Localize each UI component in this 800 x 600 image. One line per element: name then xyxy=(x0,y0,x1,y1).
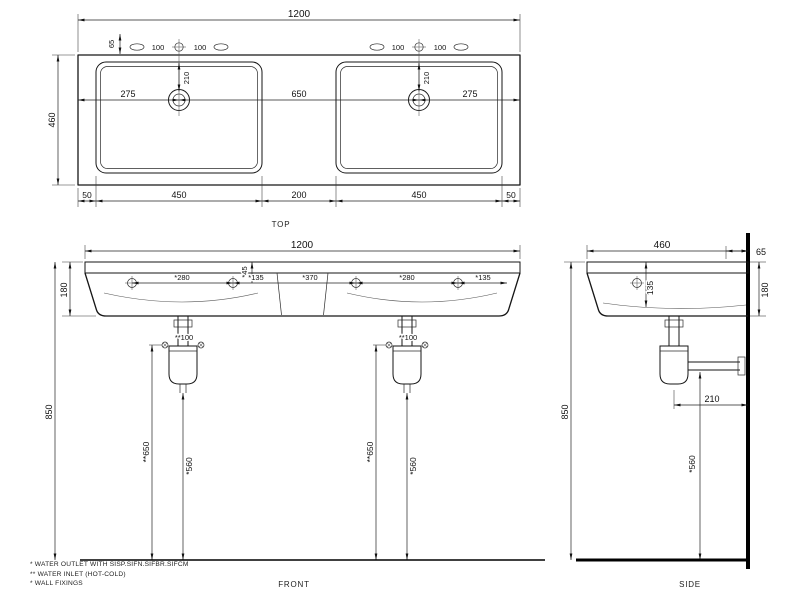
top-dimension-lines xyxy=(56,18,521,203)
front-body-details xyxy=(103,272,498,316)
dim-front-inlet-spacing: **100 xyxy=(399,333,417,342)
dim-top-basin-width: 450 xyxy=(171,190,186,200)
dim-top-tap-spacing: 100 xyxy=(434,43,447,52)
front-extension-lines xyxy=(62,245,521,346)
wall-outlet-flange xyxy=(737,356,746,376)
dim-top-edge-to-tap: 275 xyxy=(462,89,477,99)
dim-front-inlet-height: **650 xyxy=(141,441,151,462)
top-extension-lines xyxy=(52,14,521,207)
dim-front-fixing-center-gap: *370 xyxy=(302,273,317,282)
dim-front-fixing-spacing: *280 xyxy=(399,273,414,282)
side-rim xyxy=(586,261,749,274)
front-body-outline xyxy=(84,272,521,317)
dim-side-bowl-depth: 135 xyxy=(645,281,655,295)
dim-side-mounting-height: 850 xyxy=(560,404,570,419)
top-view: 1200 460 65 100 100 100 100 210 210 275 … xyxy=(46,8,521,229)
side-body-outline xyxy=(586,272,748,317)
dim-front-outlet-height: *560 xyxy=(184,457,194,475)
dim-front-fixing-drop: *45 xyxy=(240,266,249,277)
dim-front-outlet-height: *560 xyxy=(408,457,418,475)
dim-side-outlet-height: *560 xyxy=(687,455,697,473)
dim-top-tap-to-tap: 650 xyxy=(291,89,306,99)
dim-side-trap-offset: 210 xyxy=(704,394,719,404)
dim-top-tap-depth: 210 xyxy=(182,72,191,85)
trap-right xyxy=(385,316,429,393)
dim-side-body-height: 180 xyxy=(760,282,770,297)
side-body-detail xyxy=(602,302,747,309)
dim-front-inlet-height: **650 xyxy=(365,441,375,462)
dim-side-tap-ledge: 65 xyxy=(756,247,766,257)
dim-top-tap-ledge: 65 xyxy=(107,40,116,48)
front-view-label: FRONT xyxy=(278,580,310,589)
dim-top-basin-gap: 200 xyxy=(291,190,306,200)
dim-front-fixing-side: *135 xyxy=(475,273,490,282)
footnote-water-inlet: ** WATER INLET (HOT-COLD) xyxy=(30,571,126,578)
dim-top-end-margin: 50 xyxy=(82,190,92,200)
footnote-water-outlet: * WATER OUTLET WITH SISP.SIFN.SIFBR.SIFC… xyxy=(30,561,189,568)
side-dimension-lines xyxy=(569,249,761,561)
dim-front-fixing-side: *135 xyxy=(248,273,263,282)
dim-front-body-height: 180 xyxy=(59,282,69,297)
dim-top-tap-depth: 210 xyxy=(422,72,431,85)
top-outer-outline xyxy=(77,54,521,186)
dim-top-tap-spacing: 100 xyxy=(392,43,405,52)
top-view-label: TOP xyxy=(272,220,291,229)
dim-top-edge-to-tap: 275 xyxy=(120,89,135,99)
dim-front-overall-width: 1200 xyxy=(291,240,314,251)
dim-top-end-margin: 50 xyxy=(506,190,516,200)
dim-top-overall-depth: 460 xyxy=(47,112,57,127)
trap-left xyxy=(161,316,205,393)
dim-top-overall-width: 1200 xyxy=(288,9,311,20)
front-dimension-lines xyxy=(53,249,521,561)
side-view-label: SIDE xyxy=(679,580,701,589)
side-fixing-hole-icon xyxy=(630,276,644,290)
footnotes: * WATER OUTLET WITH SISP.SIFN.SIFBR.SIFC… xyxy=(30,561,189,587)
front-view: 1200 180 850 *280 *135 *370 *280 *135 *4… xyxy=(43,239,545,589)
dim-front-inlet-spacing: **100 xyxy=(175,333,193,342)
side-view: 460 65 135 180 850 210 *560 SIDE xyxy=(559,233,771,589)
dim-side-overall-depth: 460 xyxy=(654,240,671,251)
dim-top-tap-spacing: 100 xyxy=(152,43,165,52)
trap-side xyxy=(659,316,746,385)
dim-top-basin-width: 450 xyxy=(411,190,426,200)
dim-front-mounting-height: 850 xyxy=(44,404,54,419)
dim-front-fixing-spacing: *280 xyxy=(174,273,189,282)
dim-top-tap-spacing: 100 xyxy=(194,43,207,52)
footnote-wall-fixings: * WALL FIXINGS xyxy=(30,580,83,587)
front-rim xyxy=(84,261,521,274)
